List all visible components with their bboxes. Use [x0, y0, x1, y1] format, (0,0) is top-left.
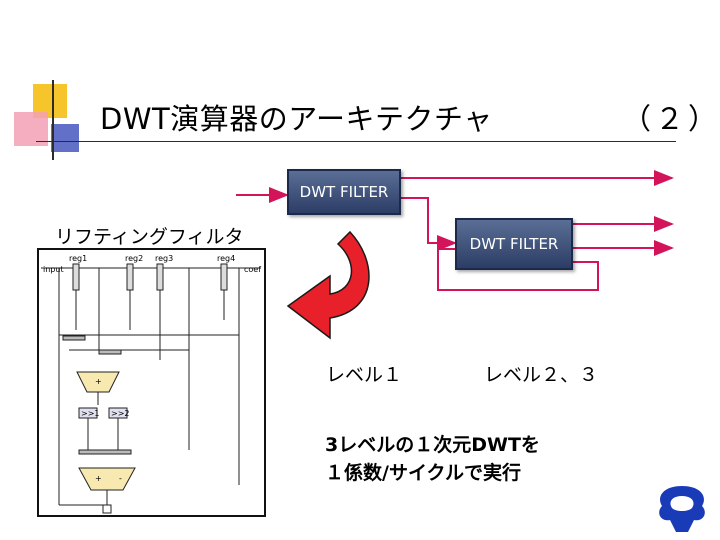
filter2-feedback	[437, 248, 599, 291]
summary-line-1: 3レベルの１次元DWTを	[325, 434, 540, 456]
summary-line-2: １係数/サイクルで実行	[325, 462, 521, 484]
slide-title-number: （２）	[622, 102, 720, 136]
university-logo-icon	[659, 486, 705, 532]
dwt-filter-2-label: DWT FILTER	[469, 235, 559, 253]
red-curved-arrow	[286, 230, 370, 340]
level23-label: レベル２、３	[484, 364, 599, 386]
circuit-adder1-sign: +	[95, 377, 102, 386]
slide-title: DWT演算器のアーキテクチャ	[100, 102, 493, 136]
circuit-reg2-label: reg2	[125, 254, 143, 263]
circuit-input-label: input	[43, 265, 64, 274]
blue-decor-square	[51, 124, 79, 152]
pink-decor-square	[14, 112, 48, 146]
circuit-coef-label: coef	[244, 265, 261, 274]
dwt-filter-box-2: DWT FILTER	[455, 218, 573, 270]
circuit-adder2-sign2: -	[119, 474, 122, 483]
lifting-circuit-schematic: input coef reg1 reg2 reg3 reg4 + >>1 >>2…	[41, 254, 261, 514]
decor-vertical-line	[52, 80, 54, 160]
circuit-adder2-sign1: +	[95, 474, 102, 483]
circuit-reg4-label: reg4	[217, 254, 235, 263]
circuit-shift1-label: >>1	[81, 409, 100, 418]
lifting-filter-label: リフティングフィルタ	[55, 226, 244, 248]
filter1-to-filter2	[399, 197, 457, 251]
decor-horizontal-line	[36, 141, 676, 142]
circuit-reg3-label: reg3	[155, 254, 173, 263]
dwt-filter-box-1: DWT FILTER	[287, 169, 401, 215]
circuit-shift2-label: >>2	[111, 409, 130, 418]
level1-label: レベル１	[326, 364, 403, 386]
circuit-reg1-label: reg1	[69, 254, 87, 263]
lifting-filter-circuit: input coef reg1 reg2 reg3 reg4 + >>1 >>2…	[37, 248, 266, 517]
dwt-filter-1-label: DWT FILTER	[299, 183, 389, 201]
